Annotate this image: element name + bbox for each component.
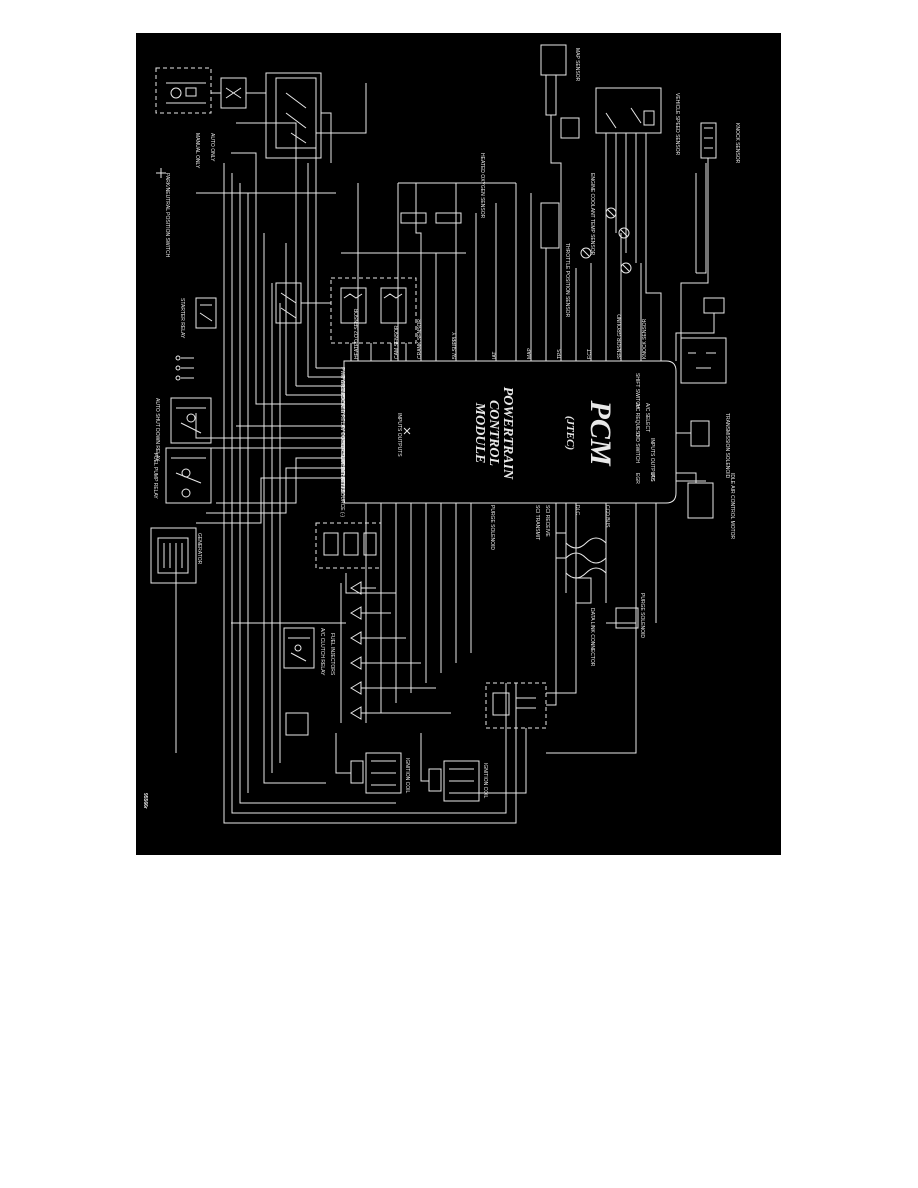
sensor-symbols: ENGINE COOLANT TEMP SENSOR THROTTLE POSI… [540, 173, 632, 318]
top-label: 5V SUPPLY [452, 331, 458, 359]
speed-sensor-label: VEHICLE SPEED SENSOR [674, 93, 680, 156]
right-label: O/D SWITCH [634, 433, 640, 463]
right-label: SHIFT SWITCH [634, 373, 640, 409]
pcm-top-labels: HEATED O2 SENSOR CAM SENSOR CRANK SENSOR… [354, 308, 648, 359]
manual-only-label: MANUAL ONLY [194, 133, 200, 169]
purge-label: PURGE SOLENOID [639, 593, 645, 638]
upper-middle-components [275, 252, 437, 361]
transmission-label: TRANSMISSION SOLENOID [724, 413, 730, 479]
auto-only-label: AUTO ONLY [209, 133, 215, 162]
ect-sensor-label: ENGINE COOLANT TEMP SENSOR [589, 173, 595, 256]
pin-label: A/C RELAY [339, 457, 345, 483]
top-label: CAM SENSOR [394, 325, 400, 359]
ignition-switch-group: MANUAL ONLY AUTO ONLY PARK/NEUTRAL POSIT… [155, 67, 336, 258]
bottom-label: SCI TRANSMIT [534, 505, 540, 540]
ignition-coil-label-1: IGNITION COIL [404, 758, 410, 794]
park-neutral-label: PARK/NEUTRAL POSITION SWITCH [164, 173, 170, 258]
right-label: EGR [634, 473, 640, 484]
fuel-pump-relay: FUEL PUMP RELAY [152, 447, 212, 504]
top-label: CRANK SENSOR [417, 319, 423, 359]
pcm-module-line3: MODULE [472, 402, 487, 464]
fuel-injectors: FUEL INJECTORS [315, 503, 472, 723]
top-label: ECT [587, 349, 593, 359]
pin-label: BATTERY [339, 394, 345, 417]
asd-relay: AUTO SHUT DOWN RELAY [154, 397, 212, 462]
ignition-coil-label-2: IGNITION COIL [482, 763, 488, 799]
pin-label: FUEL PUMP RELAY [339, 447, 345, 493]
starter-relay-label: STARTER RELAY [179, 298, 185, 339]
pcm-subtitle: (JTEC) [564, 416, 576, 450]
fuel-pump-relay-label: FUEL PUMP RELAY [152, 453, 158, 499]
pin-label: PWR GRD [339, 367, 345, 392]
bottom-label: DLC [574, 505, 580, 515]
data-link-label: DATA LINK CONNECTOR [589, 608, 595, 667]
wires-left-bus [175, 163, 517, 824]
bottom-label: SCI RECEIVE [544, 505, 550, 537]
pcm-module: PCM (JTEC) POWERTRAIN CONTROL MODULE INP… [343, 360, 677, 504]
figure-code: 95566r [142, 793, 148, 809]
ignition-coils: IGNITION COIL IGNITION COIL [335, 503, 577, 802]
small-switches-left [175, 355, 194, 381]
data-link: PURGE SOLENOID DATA LINK CONNECTOR [555, 503, 657, 667]
wires-right [546, 163, 707, 754]
pin-label: 5V POWER SUPPLY [339, 425, 345, 473]
generator: GENERATOR [150, 527, 202, 584]
right-label: IAC [649, 473, 655, 482]
pcm-module-line1: POWERTRAIN [500, 387, 515, 480]
pin-label: GEN FIELD [339, 467, 345, 494]
pin-label: PWR GRD [339, 376, 345, 401]
top-label: SENSOR GROUND [617, 314, 623, 359]
pin-label: IGNITION [339, 385, 345, 408]
pcm-right-labels: SHIFT SWITCH A/C REQUEST A/C SELECT O/D … [634, 373, 655, 484]
pin-label: GEN SOURCE (-) [339, 477, 345, 517]
pcm-inputs-outputs: INPUTS OUTPUTS [396, 413, 402, 457]
idle-air-label: IDLE AIR CONTROL MOTOR [729, 473, 735, 540]
starter-relay: STARTER RELAY [179, 297, 217, 339]
pin-label: ASD RELAY [339, 437, 345, 465]
wiring-diagram: PCM (JTEC) POWERTRAIN CONTROL MODULE INP… [142, 44, 740, 824]
bottom-label: CCD BUS [604, 505, 610, 528]
tps-label: THROTTLE POSITION SENSOR [564, 243, 570, 318]
right-label: A/C REQUEST [634, 403, 640, 437]
top-label: IAT [492, 352, 498, 359]
wires-left [191, 83, 367, 524]
pin-label: ASD RELAY OUTPUT [339, 403, 345, 453]
bottom-label: PURGE SOLENOID [489, 505, 495, 550]
ac-clutch-relay-label: A/C CLUTCH RELAY [319, 628, 325, 676]
right-components: TRANSMISSION SOLENOID IDLE AIR CONTROL M… [675, 297, 735, 540]
top-label: KNOCK SENSOR [642, 318, 648, 359]
ac-clutch-relay: A/C CLUTCH RELAY [283, 627, 325, 736]
pcm-left-pins: PWR GRD PWR GRD IGNITION BATTERY ASD REL… [339, 367, 345, 517]
asd-relay-label: AUTO SHUT DOWN RELAY [154, 398, 160, 462]
map-sensor-label: MAP SENSOR [574, 48, 580, 82]
pcm-bottom-labels: PURGE SOLENOID SCI TRANSMIT SCI RECEIVE … [489, 505, 610, 550]
pcm-module-line2: CONTROL [486, 400, 501, 466]
wires-top: HEATED OXYGEN SENSOR [357, 153, 642, 361]
top-label: HEATED O2 SENSOR [354, 308, 360, 359]
top-label: MAP [527, 348, 533, 360]
top-right-sensors: MAP SENSOR VEHICLE SPEED SENSOR KNOCK SE… [540, 44, 740, 361]
generator-label: GENERATOR [196, 533, 202, 565]
pcm-title: PCM [584, 399, 617, 466]
right-label: A/C SELECT [644, 403, 650, 432]
right-label: INPUTS OUTPUTS [649, 438, 655, 482]
fuel-injectors-label: FUEL INJECTORS [329, 633, 335, 676]
wiring-diagram-panel: PCM (JTEC) POWERTRAIN CONTROL MODULE INP… [136, 33, 781, 855]
top-label: TPS [557, 349, 563, 359]
knock-sensor-label: KNOCK SENSOR [734, 123, 740, 164]
o2-sensor-label: HEATED OXYGEN SENSOR [479, 153, 485, 219]
